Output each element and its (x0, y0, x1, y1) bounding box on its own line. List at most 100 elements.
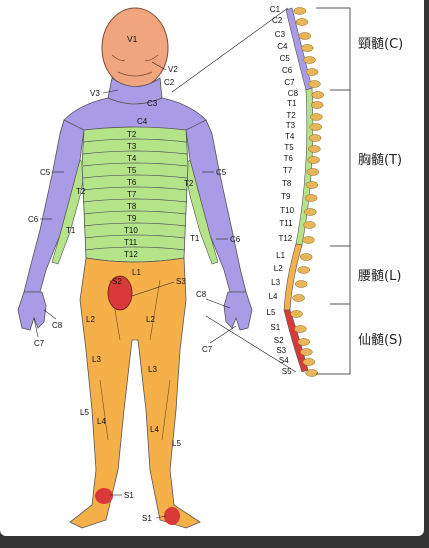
thoracic-band-label-t4: T4 (127, 154, 137, 163)
label-l4-left: L4 (97, 417, 106, 426)
label-l5-right: L5 (172, 439, 181, 448)
vertebra-t7 (307, 169, 319, 176)
spine-label-c7: C7 (284, 78, 295, 87)
vertebra-c2 (296, 19, 308, 26)
region-thoracic: 胸髄(T) (358, 153, 402, 168)
dermatome-figure: V1 V2 V3 C2 C3 C4 T2T3T4T5T6T7T8T9T10T11… (0, 0, 424, 536)
label-v3: V3 (90, 89, 100, 98)
vertebra-l2 (298, 267, 310, 274)
spine-label-s1: S1 (270, 323, 280, 332)
thoracic-band-label-t12: T12 (124, 250, 138, 259)
vertebra-l5 (291, 311, 303, 318)
vertebra-c1 (294, 8, 306, 15)
spine-label-t8: T8 (282, 179, 292, 188)
vertebra-t11 (303, 222, 315, 229)
vertebra-t5 (308, 146, 320, 153)
vertebra-t3 (310, 124, 322, 131)
foot-s1-left (95, 488, 113, 504)
vertebra-t10 (304, 209, 316, 216)
spine-label-t6: T6 (284, 154, 294, 163)
spine-labels: C1C2C3C4C5C6C7C8T1T2T3T4T5T6T7T8T9T10T11… (267, 5, 299, 376)
vertebra-t1 (311, 102, 323, 109)
spine-label-c2: C2 (272, 16, 283, 25)
vertebra-t6 (308, 157, 320, 164)
leader-c7-right (210, 326, 236, 343)
hand-right (224, 292, 252, 330)
thoracic-band-label-t3: T3 (127, 142, 137, 151)
spine-label-t5: T5 (284, 143, 294, 152)
label-c7-left: C7 (34, 339, 45, 348)
label-c6-left: C6 (28, 215, 39, 224)
vertebra-c3 (299, 33, 311, 40)
label-c4-head: C4 (137, 117, 148, 126)
region-cervical: 頸髄(C) (358, 37, 403, 52)
thoracic-band-label-t10: T10 (124, 226, 138, 235)
spine-label-c3: C3 (275, 30, 286, 39)
label-c8-right: C8 (196, 290, 207, 299)
spine-label-s5: S5 (282, 367, 292, 376)
vertebra-s3 (300, 349, 312, 356)
spine-label-l2: L2 (274, 264, 283, 273)
thoracic-band-label-t6: T6 (127, 178, 137, 187)
label-s3: S3 (176, 277, 186, 286)
label-l3-left: L3 (92, 355, 101, 364)
spine-label-t9: T9 (281, 192, 291, 201)
vertebra-t9 (305, 195, 317, 202)
spine-label-t11: T11 (279, 219, 293, 228)
thoracic-band-label-t11: T11 (124, 238, 138, 247)
thoracic-band-label-t2: T2 (127, 130, 137, 139)
label-l3-right: L3 (148, 365, 157, 374)
vertebra-l3 (295, 281, 307, 288)
label-l2-right: L2 (146, 315, 155, 324)
spine-label-c1: C1 (270, 5, 281, 14)
label-l5-left: L5 (80, 408, 89, 417)
label-c3-head: C3 (147, 99, 158, 108)
vertebra-s4 (303, 359, 315, 366)
label-l2-left: L2 (86, 315, 95, 324)
spine-label-t3: T3 (286, 121, 296, 130)
spine-label-c6: C6 (282, 66, 293, 75)
spine-label-l5: L5 (267, 308, 276, 317)
vertebra-c6 (306, 69, 318, 76)
label-t2-left: T2 (76, 187, 86, 196)
spine-label-s4: S4 (279, 356, 289, 365)
vertebra-s5 (306, 370, 318, 377)
foot-s1-right (164, 507, 180, 525)
label-c7-right: C7 (202, 345, 213, 354)
spine-label-c4: C4 (277, 42, 288, 51)
vertebra-c4 (301, 45, 313, 52)
hand-left (18, 292, 46, 330)
spine-label-s3: S3 (276, 346, 286, 355)
vertebra-t2 (310, 114, 322, 121)
thoracic-band-label-t8: T8 (127, 202, 137, 211)
label-c5-right: C5 (216, 168, 227, 177)
vertebra-l1 (300, 254, 312, 261)
label-v2: V2 (168, 65, 178, 74)
vertebra-c7 (308, 81, 320, 88)
label-c8-left: C8 (52, 321, 63, 330)
label-c2-head: C2 (164, 78, 175, 87)
vertebra-s2 (298, 339, 310, 346)
vertebra-l4 (293, 295, 305, 302)
figure-panel: V1 V2 V3 C2 C3 C4 T2T3T4T5T6T7T8T9T10T11… (0, 0, 424, 536)
leader-neck-spine (172, 8, 288, 92)
vertebra-c5 (304, 57, 316, 64)
leader-c8-left (44, 310, 56, 319)
legs-lumbar (70, 258, 200, 528)
label-t1-left: T1 (66, 226, 76, 235)
spine-label-s2: S2 (274, 336, 284, 345)
label-t2-right: T2 (184, 179, 194, 188)
label-s1-top: S1 (124, 491, 134, 500)
thoracic-band-label-t5: T5 (127, 166, 137, 175)
label-l1: L1 (132, 268, 141, 277)
spine-label-t1: T1 (287, 99, 297, 108)
label-c6-right: C6 (230, 235, 241, 244)
vertebra-c8 (312, 92, 324, 99)
region-brackets (316, 8, 350, 374)
label-t1-right: T1 (190, 234, 200, 243)
spine-label-c5: C5 (280, 54, 291, 63)
spine-label-t2: T2 (286, 111, 296, 120)
spine-label-l3: L3 (271, 278, 280, 287)
